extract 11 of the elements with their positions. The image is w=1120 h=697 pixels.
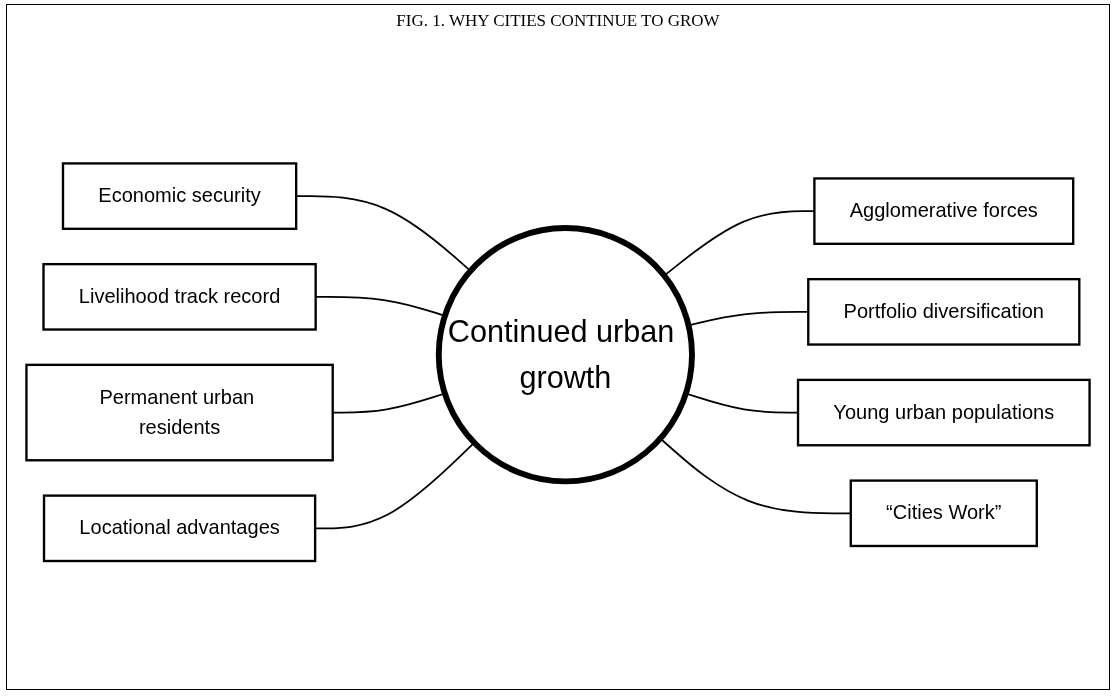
figure-frame: FIG. 1. WHY CITIES CONTINUE TO GROW Economic security Livelihood track record Agglomerative forces Continued urban growth Permanent urban residents Portfolio diversification Locational advantages Young urban populations “Cities Work” — [6, 4, 1110, 690]
node-circle — [435, 224, 695, 485]
node-box — [813, 177, 1075, 245]
node-box — [42, 262, 317, 331]
figure-title: FIG. 1. WHY CITIES CONTINUE TO GROW — [395, 11, 721, 31]
node-box — [42, 494, 317, 562]
node-box — [61, 162, 298, 230]
node-box — [796, 378, 1091, 447]
node-box — [25, 363, 334, 462]
node-box — [807, 277, 1081, 346]
node-box — [849, 479, 1038, 547]
